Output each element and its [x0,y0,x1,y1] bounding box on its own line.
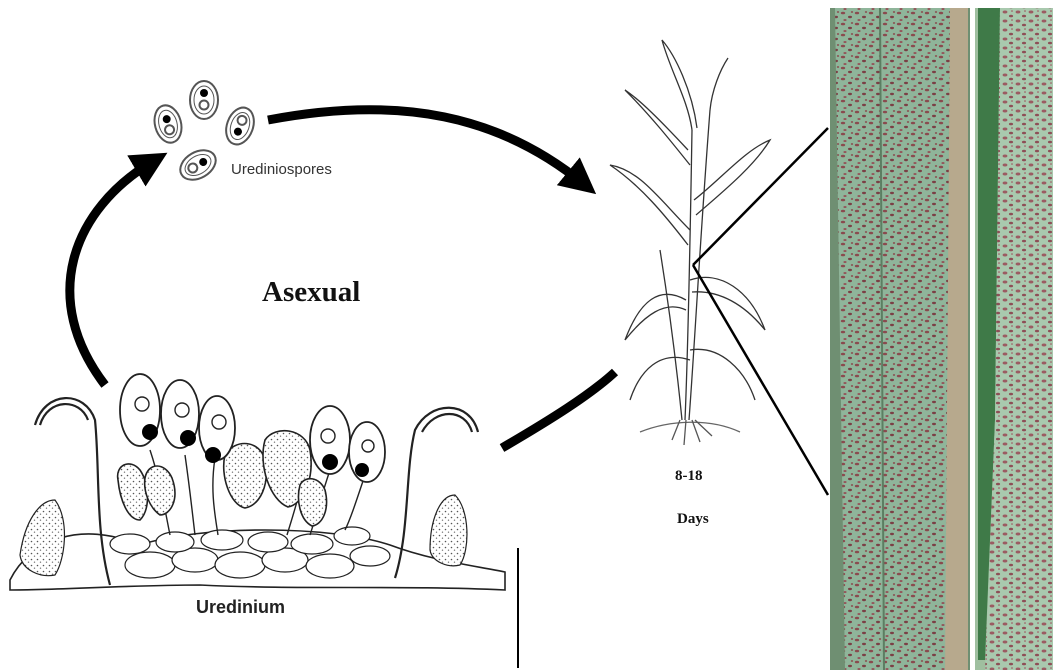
uredinium-icon [10,374,505,590]
duration-unit-label: Days [677,511,709,528]
duration-range-label: 8-18 [675,468,703,485]
urediniospores-label: Urediniospores [231,161,332,178]
cycle-arrow-up [70,160,155,385]
uredinium-label: Uredinium [196,597,285,618]
zoom-line-bottom [693,265,828,495]
cycle-arc-return [502,372,615,448]
asexual-stage-label: Asexual [262,276,360,309]
zoom-line-top [693,128,828,265]
infected-leaf-photo [830,8,1053,670]
wheat-plant-icon [610,40,770,445]
